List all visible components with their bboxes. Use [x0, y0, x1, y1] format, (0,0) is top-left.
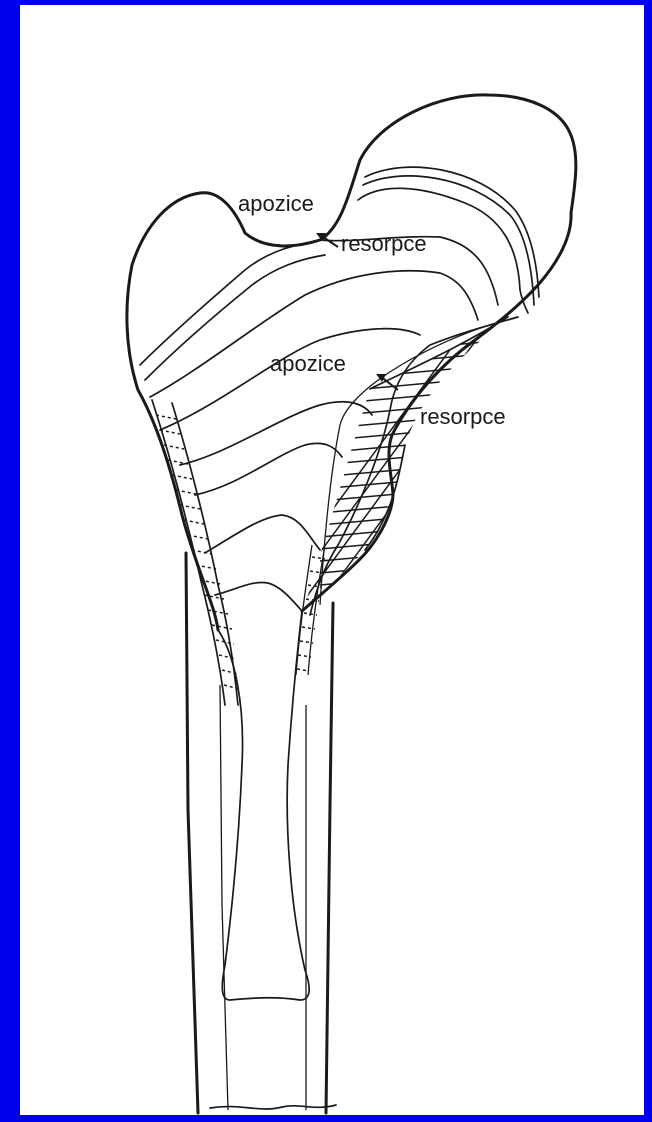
femur-remodeling-diagram: apozice resorpce apozice resorpce — [20, 5, 644, 1115]
label-resorption-top: resorpce — [341, 231, 427, 256]
label-apposition-mid: apozice — [270, 351, 346, 376]
neck-contour-4 — [195, 443, 342, 495]
resorption-band-hatching — [266, 260, 590, 645]
label-apposition-top: apozice — [238, 191, 314, 216]
shaft-inner-left — [220, 685, 228, 1110]
neck-contour-6 — [215, 582, 302, 611]
neck-contour-5 — [205, 515, 320, 553]
label-resorption-mid: resorpce — [420, 404, 506, 429]
medullary-canal — [218, 611, 309, 1000]
shaft-bottom-edge — [210, 1105, 336, 1109]
shaft-outer-right — [326, 603, 333, 1113]
neck-contour-3 — [180, 402, 372, 465]
resorption-band-outline — [365, 317, 508, 550]
shaft-outer-left — [186, 553, 198, 1113]
figure-panel: apozice resorpce apozice resorpce — [20, 5, 644, 1115]
medial-resorption-strip — [152, 400, 239, 705]
